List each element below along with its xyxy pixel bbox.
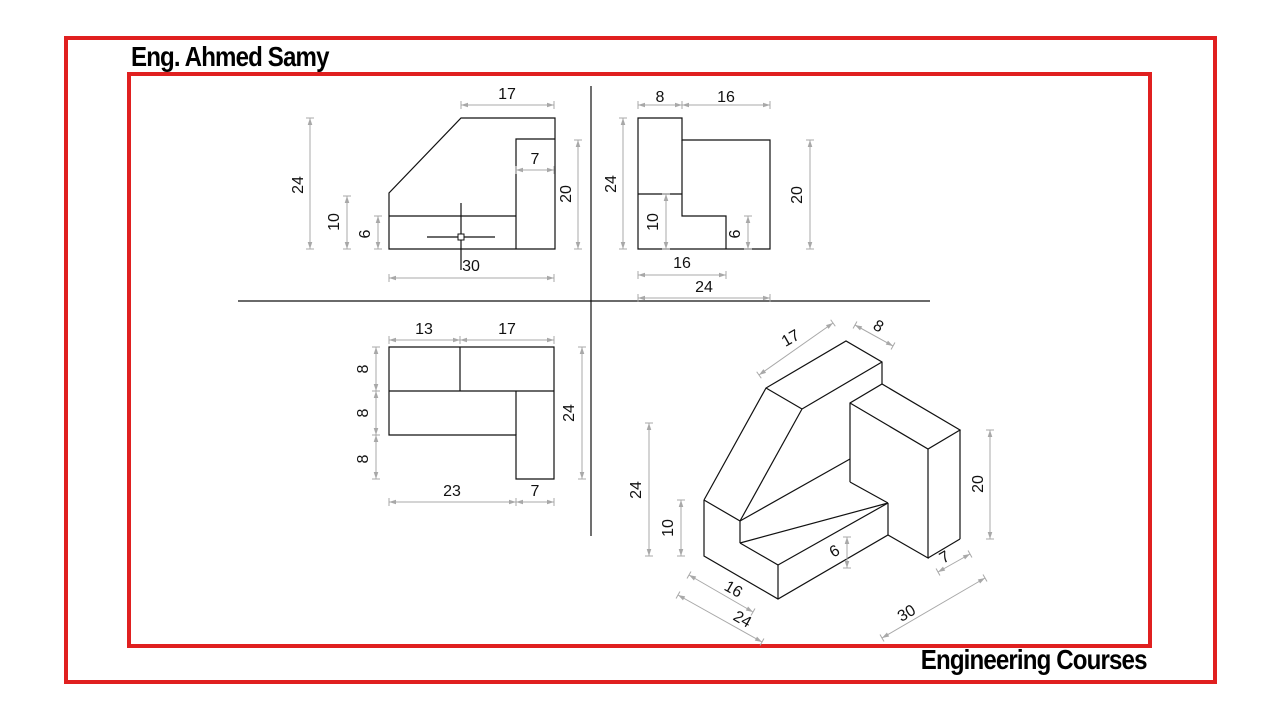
iso-dim-30: 30 [895, 602, 919, 626]
top-dim-17: 17 [498, 321, 516, 338]
front-dim-7: 7 [531, 151, 540, 168]
side-view [637, 117, 771, 250]
top-dim-8a: 8 [355, 364, 372, 373]
front-dim-17: 17 [498, 86, 516, 103]
iso-dim-8: 8 [870, 317, 886, 336]
front-dim-20: 20 [558, 185, 575, 203]
iso-dim-16: 16 [721, 578, 745, 602]
iso-dim-17: 17 [779, 327, 803, 351]
iso-dim-10: 10 [660, 519, 677, 537]
dimension-lines [306, 101, 994, 646]
side-dim-24: 24 [603, 175, 620, 193]
top-dim-23: 23 [443, 483, 461, 500]
top-dim-13: 13 [415, 321, 433, 338]
side-dim-24b: 24 [695, 279, 713, 296]
side-dim-16: 16 [717, 89, 735, 106]
iso-dim-6: 6 [827, 542, 843, 561]
top-dim-7: 7 [531, 483, 540, 500]
front-dim-6: 6 [357, 229, 374, 238]
side-dim-6: 6 [727, 229, 744, 238]
side-dim-10: 10 [645, 213, 662, 231]
front-view [388, 117, 556, 270]
outer-frame [64, 36, 1217, 684]
isometric-view [703, 340, 962, 600]
front-dim-10: 10 [326, 213, 343, 231]
projection-axes [238, 86, 930, 536]
author-name: Eng. Ahmed Samy [131, 41, 329, 72]
top-dim-24: 24 [561, 404, 578, 422]
side-dim-16b: 16 [673, 255, 691, 272]
side-dim-20: 20 [789, 186, 806, 204]
inner-frame [127, 72, 1152, 648]
iso-dim-24b: 24 [730, 608, 754, 632]
footer-label: Engineering Courses [921, 644, 1148, 675]
iso-dim-24: 24 [628, 481, 645, 499]
front-dim-24: 24 [290, 176, 307, 194]
front-dim-30: 30 [462, 258, 480, 275]
top-dim-8b: 8 [355, 408, 372, 417]
top-view [388, 346, 555, 480]
top-dim-8c: 8 [355, 454, 372, 463]
side-dim-8: 8 [656, 89, 665, 106]
iso-dim-20: 20 [970, 475, 987, 493]
